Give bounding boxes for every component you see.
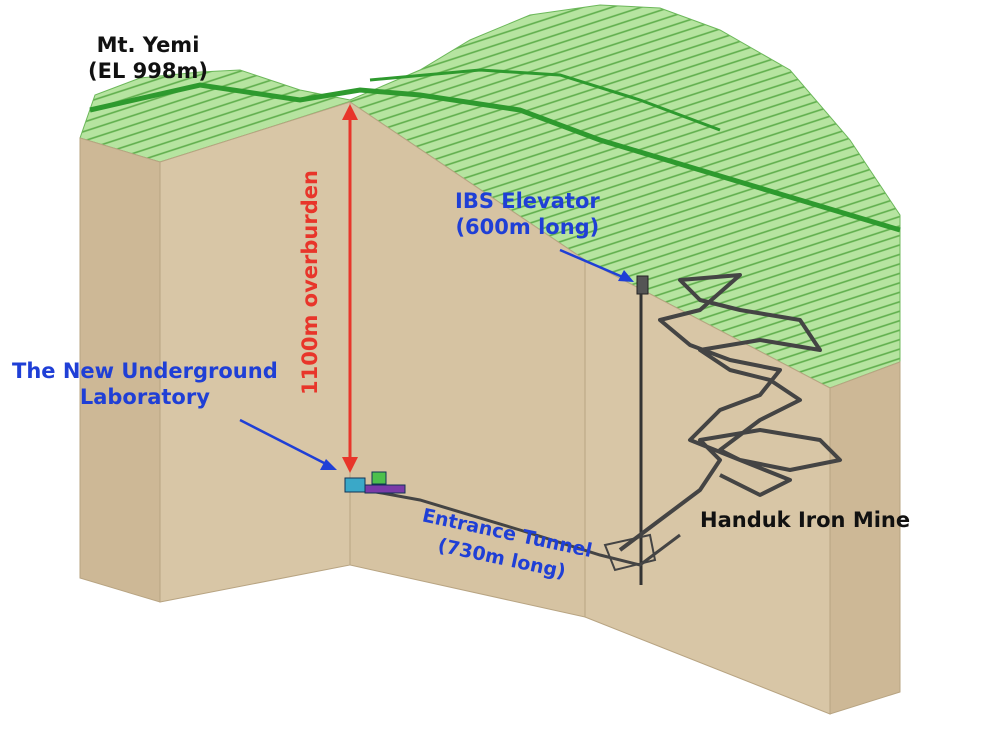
lab-label-line1: The New Underground	[12, 359, 278, 383]
underground-lab	[344, 471, 406, 494]
elevator-pointer-arrow	[559, 248, 634, 282]
elevator-length: (600m long)	[455, 215, 600, 239]
lab-pointer-arrow	[239, 418, 337, 470]
ridge-line	[89, 82, 901, 233]
entrance-tunnel	[364, 488, 681, 567]
lab-label: The New Underground Laboratory	[12, 358, 278, 410]
mountain-elevation: (EL 998m)	[88, 59, 208, 83]
mine-label: Handuk Iron Mine	[700, 508, 911, 532]
overburden-label: 1100m overburden	[298, 170, 322, 395]
rock-face-far-right	[829, 361, 901, 715]
elevator-label: IBS Elevator (600m long)	[455, 188, 600, 240]
elevator-name: IBS Elevator	[455, 189, 600, 213]
mountain-name: Mt. Yemi	[96, 33, 200, 57]
lab-label-line2: Laboratory	[79, 385, 210, 409]
overburden-arrow	[342, 104, 358, 473]
mountain-label: Mt. Yemi (EL 998m)	[88, 32, 208, 84]
mine-tunnels	[618, 273, 842, 552]
